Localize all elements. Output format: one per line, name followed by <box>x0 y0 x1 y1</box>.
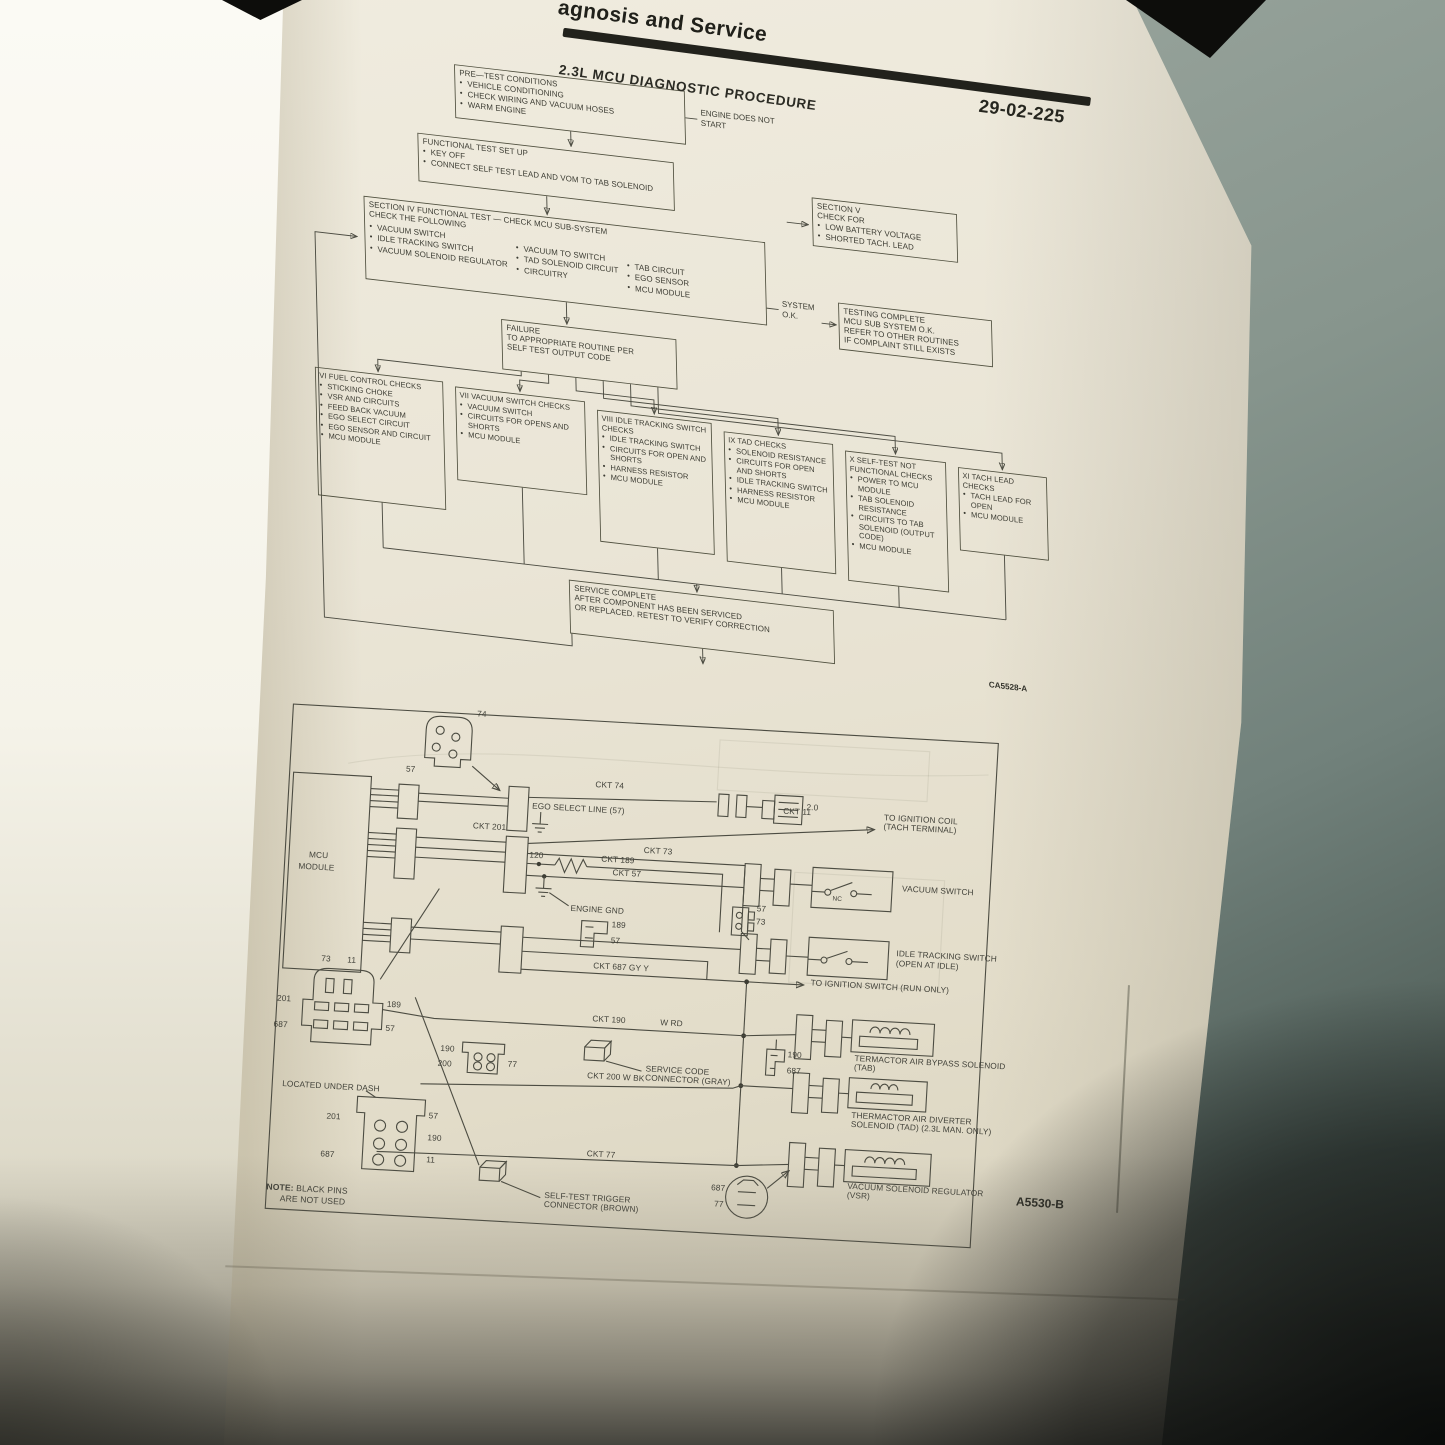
pin-label: 200 <box>437 1057 453 1069</box>
circuit-label: CKT 189 <box>601 853 635 866</box>
self-test-connector-icon <box>478 1160 541 1199</box>
pin-label: 190 <box>787 1049 803 1061</box>
mcu-label: MODULE <box>298 860 335 873</box>
circuit-label: CKT 74 <box>595 779 625 791</box>
diagnostic-flowchart: PRE—TEST CONDITIONS VEHICLE CONDITIONING… <box>300 36 1059 756</box>
pin-label: 57 <box>428 1110 439 1121</box>
round-connector-687-77 <box>725 1168 788 1219</box>
pin-label: 73 <box>755 916 766 927</box>
flow-box-check-ix: IX TAD CHECKS SOLENOID RESISTANCE CIRCUI… <box>723 431 837 575</box>
wire-color-label: W RD <box>659 1017 684 1029</box>
component-label: (VSR) <box>846 1189 871 1202</box>
pin-label: 74 <box>476 708 487 719</box>
pin-label: 190 <box>427 1132 442 1144</box>
pin-label: 190 <box>440 1042 455 1054</box>
pin-label: 687 <box>786 1065 802 1076</box>
pin-label: 77 <box>507 1058 518 1070</box>
mini-connector-57-73 <box>730 906 756 937</box>
resistor-value: 120 <box>529 849 544 861</box>
big-connector-under-dash <box>300 888 480 1166</box>
pin-label: 77 <box>713 1198 724 1209</box>
pin-label: 57 <box>405 763 416 774</box>
pin-label: 687 <box>710 1182 726 1193</box>
circuit-label: CKT 57 <box>612 867 642 879</box>
circuit-label: CKT 77 <box>586 1148 616 1160</box>
mcu-label: MCU <box>308 849 329 861</box>
label-system-ok: SYSTEM O.K. <box>781 299 815 321</box>
pin-label: 201 <box>326 1110 341 1122</box>
mini-connector-190-687 <box>764 1039 786 1077</box>
round-connector-74-57 <box>424 715 503 790</box>
pin-label: 57 <box>610 935 621 946</box>
pin-label: 11 <box>346 954 357 965</box>
ckt687-run <box>520 968 803 1168</box>
pin-label: 201 <box>276 992 292 1004</box>
pin-label: 189 <box>386 998 402 1010</box>
siv-col2: VACUUM TO SWITCH TAD SOLENOID CIRCUIT CI… <box>516 243 619 292</box>
t-connector-under-dash <box>356 1090 427 1173</box>
flow-box-check-xi: XI TACH LEAD CHECKS TACH LEAD FOR OPEN M… <box>957 467 1049 561</box>
pin-label: 11 <box>425 1154 436 1165</box>
bleed-through-ghosts <box>348 739 989 992</box>
switch-state-label: NC <box>832 895 843 904</box>
mcu-wiring-diagram: MCU MODULE 74 57 CKT 74 EGO SELECT LINE … <box>262 694 1021 1274</box>
flow-box-check-x: X SELF-TEST NOT FUNCTIONAL CHECKS POWER … <box>845 450 950 593</box>
flowchart-linework <box>314 117 1007 756</box>
component-label: (TAB) <box>853 1061 876 1074</box>
flow-box-check-viii: VIII IDLE TRACKING SWITCH CHECKS IDLE TR… <box>597 409 715 555</box>
pin-label: 73 <box>321 953 332 964</box>
tab-solenoid-row <box>382 1009 936 1061</box>
pin-label: 687 <box>273 1018 288 1030</box>
idle-tracking-switch-symbol <box>498 925 890 981</box>
circuit-label: CKT 73 <box>643 844 673 857</box>
service-code-connector-icon <box>583 1039 642 1072</box>
flow-box-check-vii: VII VACUUM SWITCH CHECKS VACUUM SWITCH C… <box>455 386 588 496</box>
pin-label: 57 <box>756 903 767 914</box>
pin-label: 189 <box>611 919 627 930</box>
circuit-label: CKT 11 <box>782 805 812 818</box>
pin-label: 57 <box>385 1022 396 1034</box>
vacuum-switch-symbol <box>742 862 894 913</box>
siv-col3: TAB CIRCUIT EGO SENSOR MCU MODULE <box>627 261 691 300</box>
mcu-module-box <box>282 771 509 973</box>
circuit-label: CKT 190 <box>592 1013 626 1026</box>
circuit-label: CKT 201 <box>472 820 507 833</box>
small-connector-190-200-77 <box>461 1041 506 1075</box>
pin-label: 687 <box>320 1148 335 1160</box>
ego-select-circuit <box>506 785 804 833</box>
flow-box-check-vi: VI FUEL CONTROL CHECKS STICKING CHOKE VS… <box>314 366 447 511</box>
